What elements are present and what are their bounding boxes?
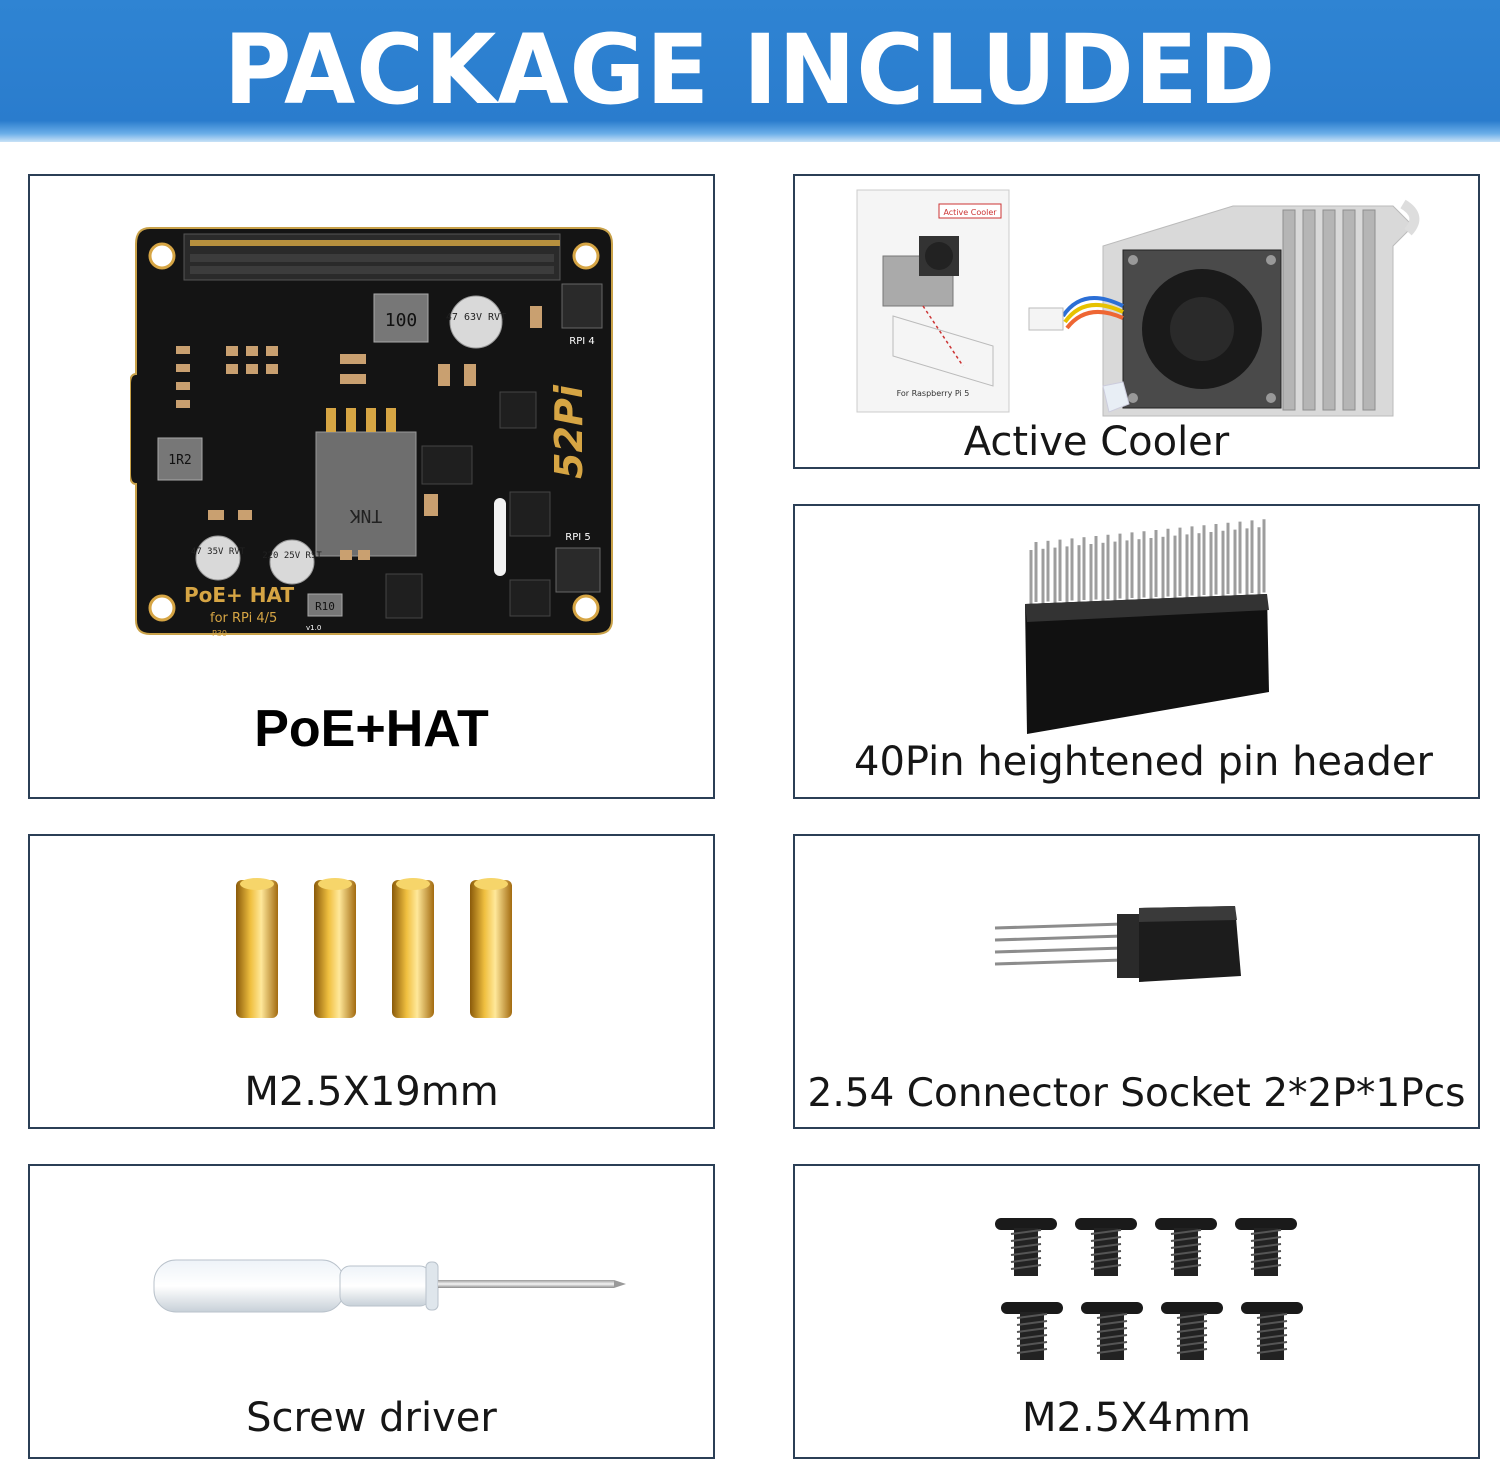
silkscreen-p30: P30	[212, 629, 227, 638]
page-title: PACKAGE INCLUDED	[223, 14, 1277, 126]
active-cooler-image: Active Cooler For Raspberry Pi 5	[856, 189, 1420, 417]
pin-header-image	[1025, 519, 1269, 734]
connector-socket-image	[994, 906, 1241, 982]
rpi4-label: RPI 4	[569, 336, 594, 347]
cooler-box-footer: For Raspberry Pi 5	[897, 389, 970, 398]
inductor-100-text: 100	[385, 310, 418, 331]
item-card-poe-hat: 100 47 63V RVT RPI 4 TNK 1R2	[28, 174, 715, 799]
item-card-screwdriver: Screw driver	[28, 1164, 715, 1459]
screwdriver-image	[153, 1259, 626, 1313]
cooler-box-tag: Active Cooler	[943, 208, 997, 217]
item-label-standoffs: M2.5X19mm	[244, 1069, 499, 1115]
cap-top-text: 47 63V RVT	[446, 312, 506, 323]
cap-left-text: 47 35V RVT	[191, 547, 246, 557]
item-card-pin-header: 40Pin heightened pin header	[793, 504, 1480, 799]
item-card-active-cooler: Active Cooler For Raspberry Pi 5 Ac	[793, 174, 1480, 469]
screws-image	[995, 1218, 1303, 1360]
item-label-poe-hat: PoE+HAT	[254, 700, 489, 758]
item-label-screws: M2.5X4mm	[1022, 1395, 1251, 1441]
brand-52pi-text: 52Pi	[547, 384, 591, 479]
silkscreen-version: v1.0	[306, 624, 321, 632]
item-card-standoffs: M2.5X19mm	[28, 834, 715, 1129]
item-label-connector: 2.54 Connector Socket 2*2P*1Pcs	[807, 1071, 1466, 1116]
header-banner: PACKAGE INCLUDED	[0, 0, 1500, 142]
inductor-1r2-text: 1R2	[168, 453, 191, 468]
transformer-text: TNK	[350, 505, 383, 526]
silkscreen-subtitle: for RPi 4/5	[210, 611, 277, 626]
silkscreen-title: PoE+ HAT	[184, 583, 294, 607]
item-label-active-cooler: Active Cooler	[963, 419, 1230, 465]
item-card-connector: 2.54 Connector Socket 2*2P*1Pcs	[793, 834, 1480, 1129]
poe-hat-board-image: 100 47 63V RVT RPI 4 TNK 1R2	[130, 227, 613, 638]
standoffs-image	[236, 878, 512, 1018]
cap-mid-text: 220 25V RST	[262, 551, 322, 561]
r10-text: R10	[315, 600, 335, 613]
item-label-screwdriver: Screw driver	[246, 1395, 497, 1441]
rpi5-label: RPI 5	[565, 532, 590, 543]
item-label-pin-header: 40Pin heightened pin header	[854, 739, 1433, 785]
item-card-screws: M2.5X4mm	[793, 1164, 1480, 1459]
